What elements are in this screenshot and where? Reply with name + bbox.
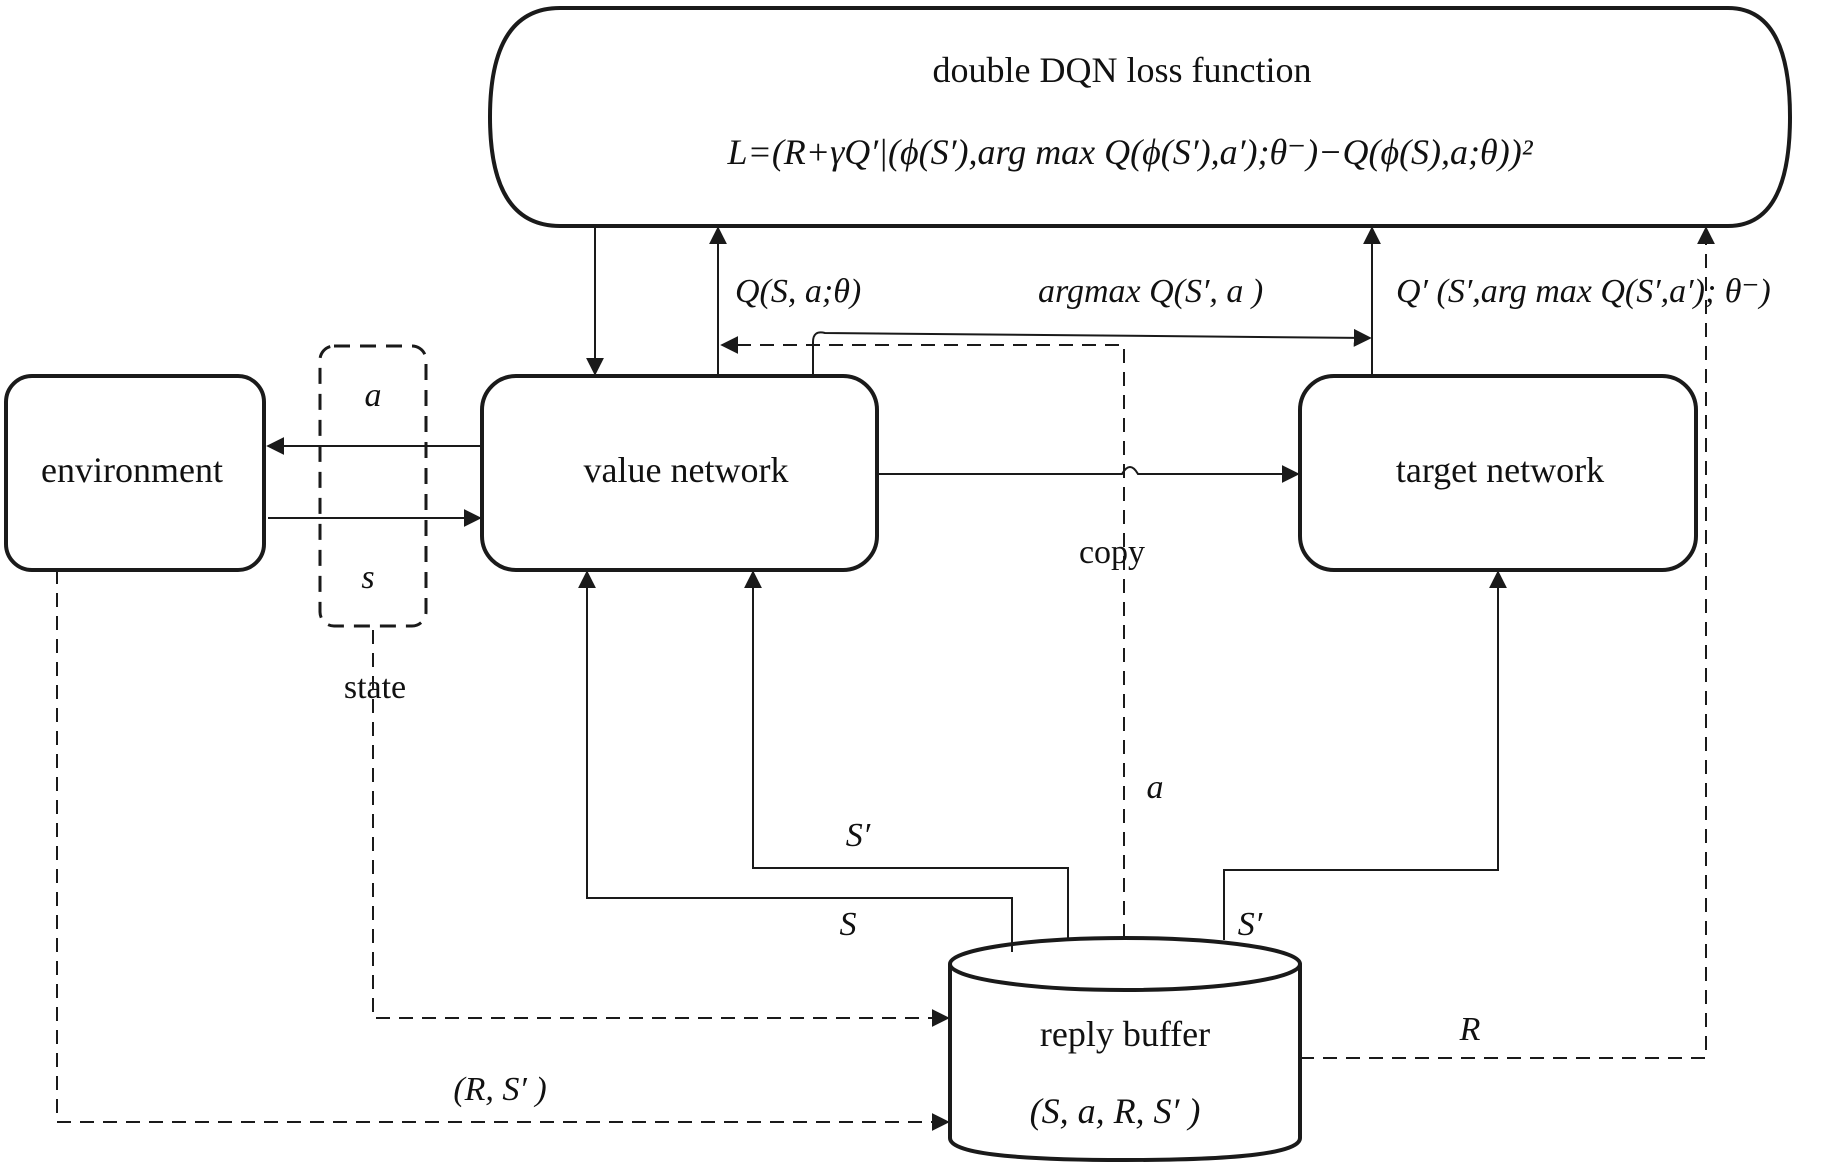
- state-to-buffer-arrow: [372, 630, 950, 1027]
- q-target-label: Q′ (S′,arg max Q(S′,a′); θ⁻): [1396, 273, 1771, 310]
- loss-title: double DQN loss function: [933, 50, 1312, 90]
- argmax-arrow: [812, 328, 1372, 376]
- s-left-label: S: [840, 906, 857, 943]
- copy-label: copy: [1079, 534, 1145, 571]
- buffer-action-arrow: [720, 336, 1125, 938]
- buffer-s-prime-value-arrow: [744, 570, 1069, 940]
- loss-function-box: double DQN loss function L=(R+γQ′|(ϕ(S′)…: [487, 6, 1793, 228]
- reply-buffer-node: reply buffer (S, a, R, S′ ): [948, 936, 1302, 1163]
- state-s-label: s: [361, 559, 374, 596]
- buffer-s-prime-target-arrow: [1223, 570, 1507, 940]
- buffer-action-label: a: [1147, 769, 1164, 806]
- value-network-node: value network: [480, 374, 879, 572]
- state-label: state: [344, 669, 406, 706]
- s-prime-right-label: S′: [1238, 906, 1263, 943]
- value-network-label: value network: [584, 450, 789, 490]
- target-network-label: target network: [1396, 450, 1604, 490]
- reward-next-to-buffer-arrow: [56, 570, 950, 1131]
- buffer-s-arrow: [578, 570, 1013, 952]
- reply-buffer-label: reply buffer: [1040, 1014, 1210, 1054]
- q-value-label: Q(S, a;θ): [735, 273, 861, 310]
- target-network-node: target network: [1298, 374, 1698, 572]
- environment-node: environment: [4, 374, 266, 572]
- state-action-box: [318, 344, 428, 628]
- reply-buffer-contents: (S, a, R, S′ ): [1030, 1091, 1201, 1131]
- action-label: a: [365, 377, 382, 414]
- reward-next-label: (R, S′ ): [453, 1071, 546, 1108]
- environment-label: environment: [41, 450, 223, 490]
- loss-formula: L=(R+γQ′|(ϕ(S′),arg max Q(ϕ(S′),a′);θ⁻)−…: [727, 132, 1534, 172]
- reward-to-loss-arrow: [1300, 226, 1715, 1059]
- argmax-label: argmax Q(S′, a ): [1038, 273, 1263, 310]
- s-prime-left-label: S′: [846, 817, 871, 854]
- copy-arrow: [877, 465, 1300, 483]
- reward-label: R: [1459, 1011, 1481, 1048]
